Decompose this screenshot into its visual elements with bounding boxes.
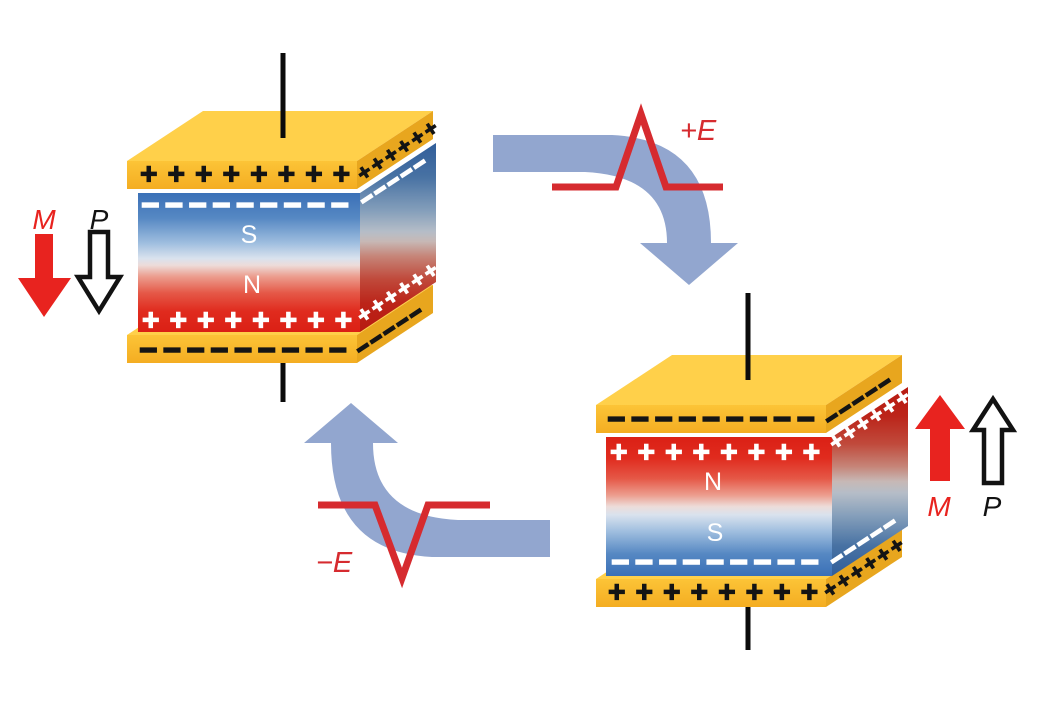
stack-a-bound-charge-bottom-front: ++++++++ (142, 304, 362, 337)
stack-b-north-pole-label: N (704, 468, 722, 496)
stack-b-magnet-side-face (832, 387, 908, 576)
stack-a-polarization-label: P (90, 204, 109, 235)
stack-b-bound-charge-bottom-front: ––––––––– (612, 544, 825, 577)
stack-b-magnetization-arrow (915, 395, 965, 481)
stack-b-polarization-arrow (968, 394, 1018, 486)
pulse-positive: +E (552, 103, 723, 191)
stack-b-top-electrode-front-charges: ––––––––– (608, 401, 821, 434)
stack-b-bottom-electrode-front-charges: ++++++++ (608, 576, 828, 609)
stack-a-south-pole-label: S (241, 221, 258, 249)
stack-a-magnetization-label: M (32, 204, 56, 235)
stack-a-bottom-electrode-front-charges: ––––––––– (140, 332, 353, 365)
stack-a-top-electrode-front-charges: ++++++++ (140, 158, 360, 191)
stack-b-bottom-electrode-side-face (826, 529, 902, 607)
stack-b-magnet-front-face (606, 437, 832, 576)
stack-a-polarization-arrow (73, 229, 125, 316)
stack-a-bottom-electrode-side-face (357, 285, 433, 363)
stack-b-magnetization-label: M (927, 491, 951, 522)
stack-a-magnet-front-face (138, 193, 360, 332)
stack-b-bottom-electrode-front-face (596, 579, 826, 607)
stack-a-north-pole-label: N (243, 271, 261, 299)
stack-a-bound-charge-top-front: ––––––––– (142, 187, 355, 220)
pulse-negative-label: −E (316, 547, 353, 579)
stack-a-top-electrode-side-face (357, 111, 433, 189)
stack-a-top-electrode-top-face (127, 111, 433, 161)
stack-b-top-electrode-side-face (826, 355, 902, 433)
cycle-arrow-top (493, 135, 738, 285)
cycle-arrow-bottom (304, 403, 550, 557)
stack-b-vectors: M P (915, 394, 1018, 522)
stack-a-bottom-electrode-front-face (127, 335, 357, 363)
stack-a-magnet-side-face (360, 143, 436, 332)
stack-b: ––––––––– ––––– ++++++++ ++++++ ––––––––… (596, 293, 918, 650)
stack-b-magnet-side-shade (832, 387, 908, 576)
stack-a: ++++++++ ++++++ ––––––––– ––––– ++++++++… (127, 53, 446, 402)
stack-a-magnetization-arrow (18, 234, 71, 317)
pulse-positive-label: +E (680, 115, 717, 147)
stack-b-polarization-label: P (983, 491, 1002, 522)
pulse-negative: −E (316, 501, 490, 589)
stack-b-top-electrode-front-face (596, 405, 826, 433)
stack-a-magnet-side-shade (360, 143, 436, 332)
stack-b-south-pole-label: S (707, 519, 724, 547)
pulse-positive-waveform (552, 103, 723, 191)
stack-b-bound-charge-top-front: ++++++++ (610, 436, 830, 469)
stack-a-top-electrode-front-face (127, 161, 357, 189)
pulse-negative-waveform (318, 501, 490, 589)
stack-a-vectors: M P (18, 204, 125, 317)
